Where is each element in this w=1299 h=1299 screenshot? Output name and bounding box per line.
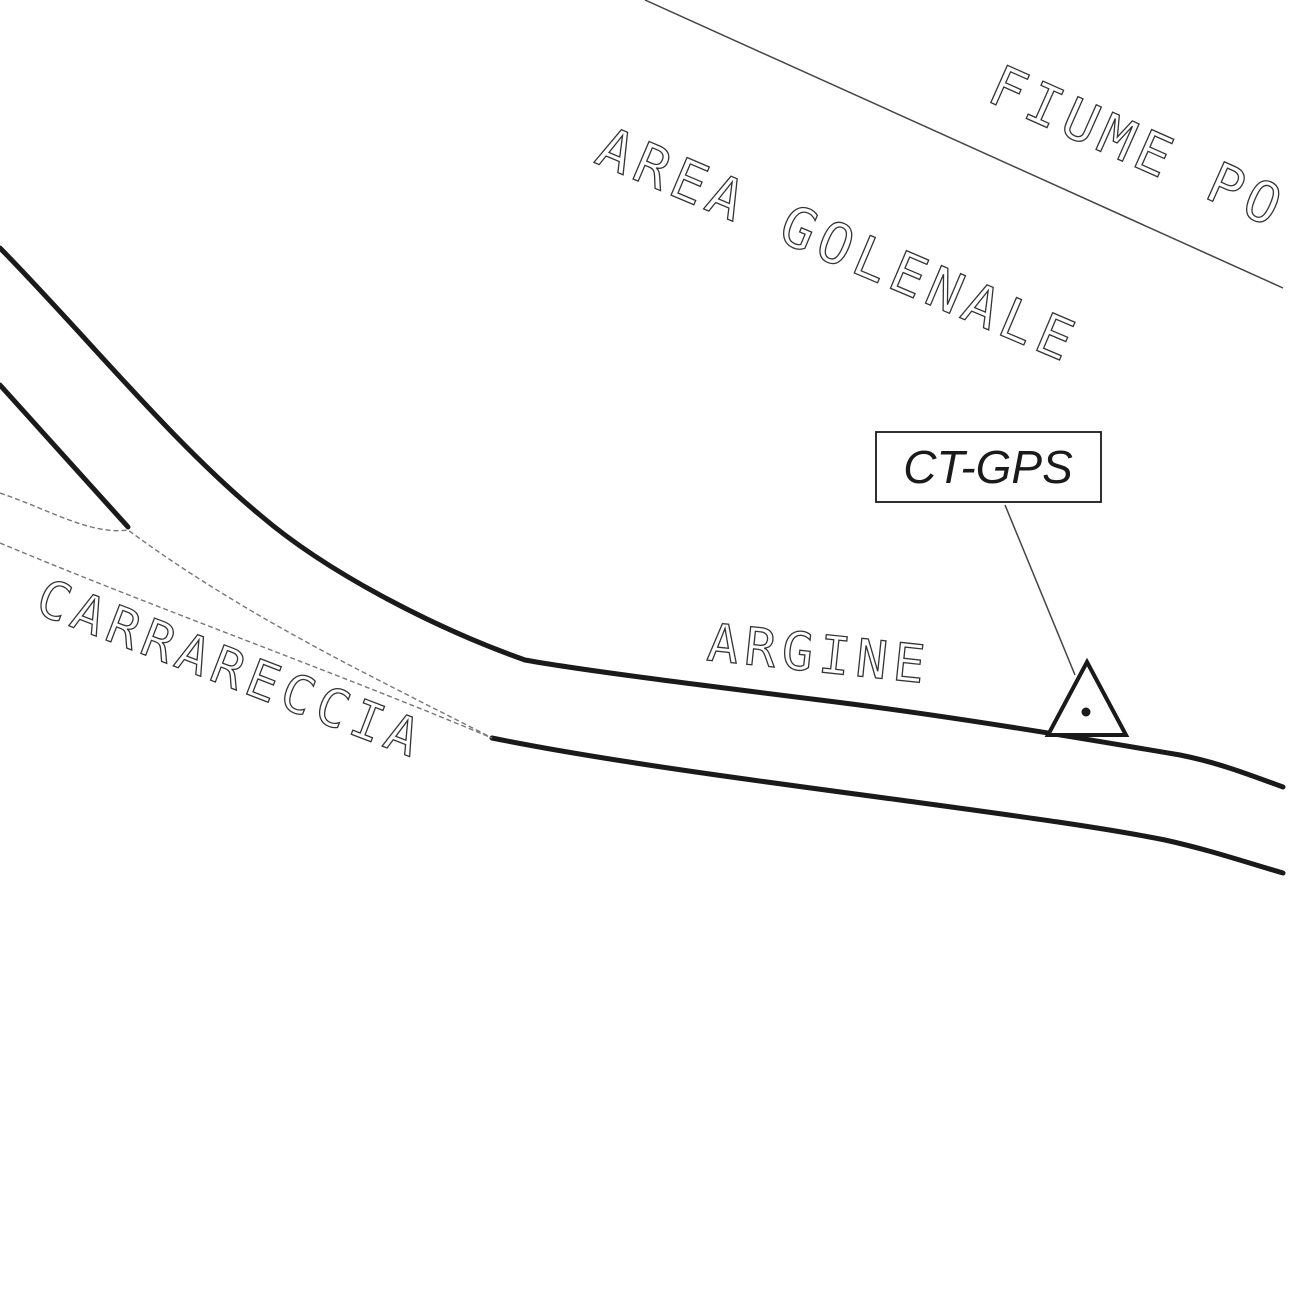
gps-point-dot — [1081, 707, 1091, 717]
triangle-dot-icon — [1044, 657, 1130, 737]
label-fiume-po: FIUME PO — [979, 53, 1296, 242]
road-edge-left — [0, 382, 131, 530]
cart-track-upper-edge — [0, 492, 493, 739]
label-area-golenale: AREA GOLENALE — [588, 115, 1089, 377]
gps-label: CT-GPS — [903, 441, 1073, 493]
cart-track-lower-edge — [0, 542, 493, 739]
levee-lower-edge — [489, 735, 1286, 876]
gps-label-box — [875, 431, 1102, 503]
gps-leader-line — [1004, 504, 1076, 676]
gps-marker[interactable]: CT-GPS — [875, 431, 1130, 737]
river-bank-line — [644, 0, 1284, 289]
levee-upper-edge — [0, 245, 1286, 790]
label-argine: ARGINE — [705, 613, 934, 696]
